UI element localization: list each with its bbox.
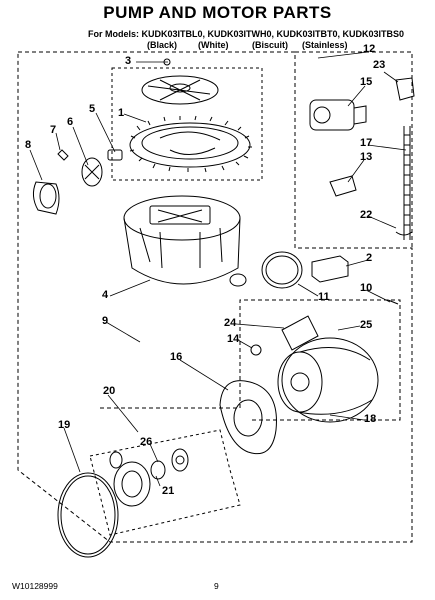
callout-11: 11 <box>318 291 330 303</box>
drain-hose <box>403 126 411 240</box>
callout-20: 20 <box>103 385 116 397</box>
impeller-box <box>111 67 263 181</box>
callout-21: 21 <box>162 485 175 497</box>
bracket-13 <box>329 175 357 197</box>
clip-22 <box>395 231 413 236</box>
callout-10: 10 <box>360 282 373 294</box>
callout-9: 9 <box>102 315 109 327</box>
callout-6: 6 <box>67 116 74 128</box>
seal-ring <box>261 251 303 289</box>
seal-kit-box <box>89 429 241 536</box>
footer-page-number: 9 <box>214 581 219 591</box>
callout-13: 13 <box>360 151 373 163</box>
callout-22: 22 <box>360 209 373 221</box>
callout-16: 16 <box>170 351 183 363</box>
callout-26: 26 <box>140 436 153 448</box>
assembly-boundary <box>17 51 413 543</box>
valve-23 <box>395 77 415 101</box>
nut-14 <box>250 344 262 356</box>
small-screw <box>57 149 69 161</box>
callout-24: 24 <box>224 317 237 329</box>
callout-15: 15 <box>360 76 373 88</box>
color-white: (White) <box>198 40 229 50</box>
color-stainless: (Stainless) <box>302 40 348 50</box>
callout-17: 17 <box>360 137 373 149</box>
callout-18: 18 <box>364 413 377 425</box>
drain-pump <box>309 99 355 131</box>
chopper-housing <box>32 181 60 215</box>
accessory-box <box>295 51 413 248</box>
callout-23: 23 <box>373 59 386 71</box>
models-line: For Models: KUDK03ITBL0, KUDK03ITWH0, KU… <box>88 29 405 39</box>
motor-body <box>281 337 379 423</box>
screw-10 <box>387 299 399 305</box>
callout-19: 19 <box>58 419 71 431</box>
color-biscuit: (Biscuit) <box>252 40 288 50</box>
clip-part <box>107 149 123 161</box>
seal-21 <box>150 460 166 480</box>
gear-ring <box>129 122 251 168</box>
color-black: (Black) <box>147 40 178 50</box>
callout-7: 7 <box>50 124 57 136</box>
callout-4: 4 <box>102 289 109 301</box>
sensor-part <box>311 255 349 283</box>
cover-disc <box>141 75 219 105</box>
check-valve <box>81 157 103 187</box>
callout-14: 14 <box>227 333 240 345</box>
callout-25: 25 <box>360 319 373 331</box>
pump-housing <box>219 380 277 455</box>
callout-5: 5 <box>89 103 96 115</box>
callout-1: 1 <box>118 107 125 119</box>
callout-3: 3 <box>125 55 132 67</box>
callout-2: 2 <box>366 252 373 264</box>
capacitor-24 <box>281 315 319 351</box>
motor-box <box>100 299 401 421</box>
gasket-19 <box>57 472 119 558</box>
callout-8: 8 <box>25 139 32 151</box>
impeller-26 <box>113 461 151 507</box>
page-title: PUMP AND MOTOR PARTS <box>103 3 332 22</box>
footer-part-number: W10128999 <box>12 581 58 591</box>
callout-12: 12 <box>363 43 376 55</box>
